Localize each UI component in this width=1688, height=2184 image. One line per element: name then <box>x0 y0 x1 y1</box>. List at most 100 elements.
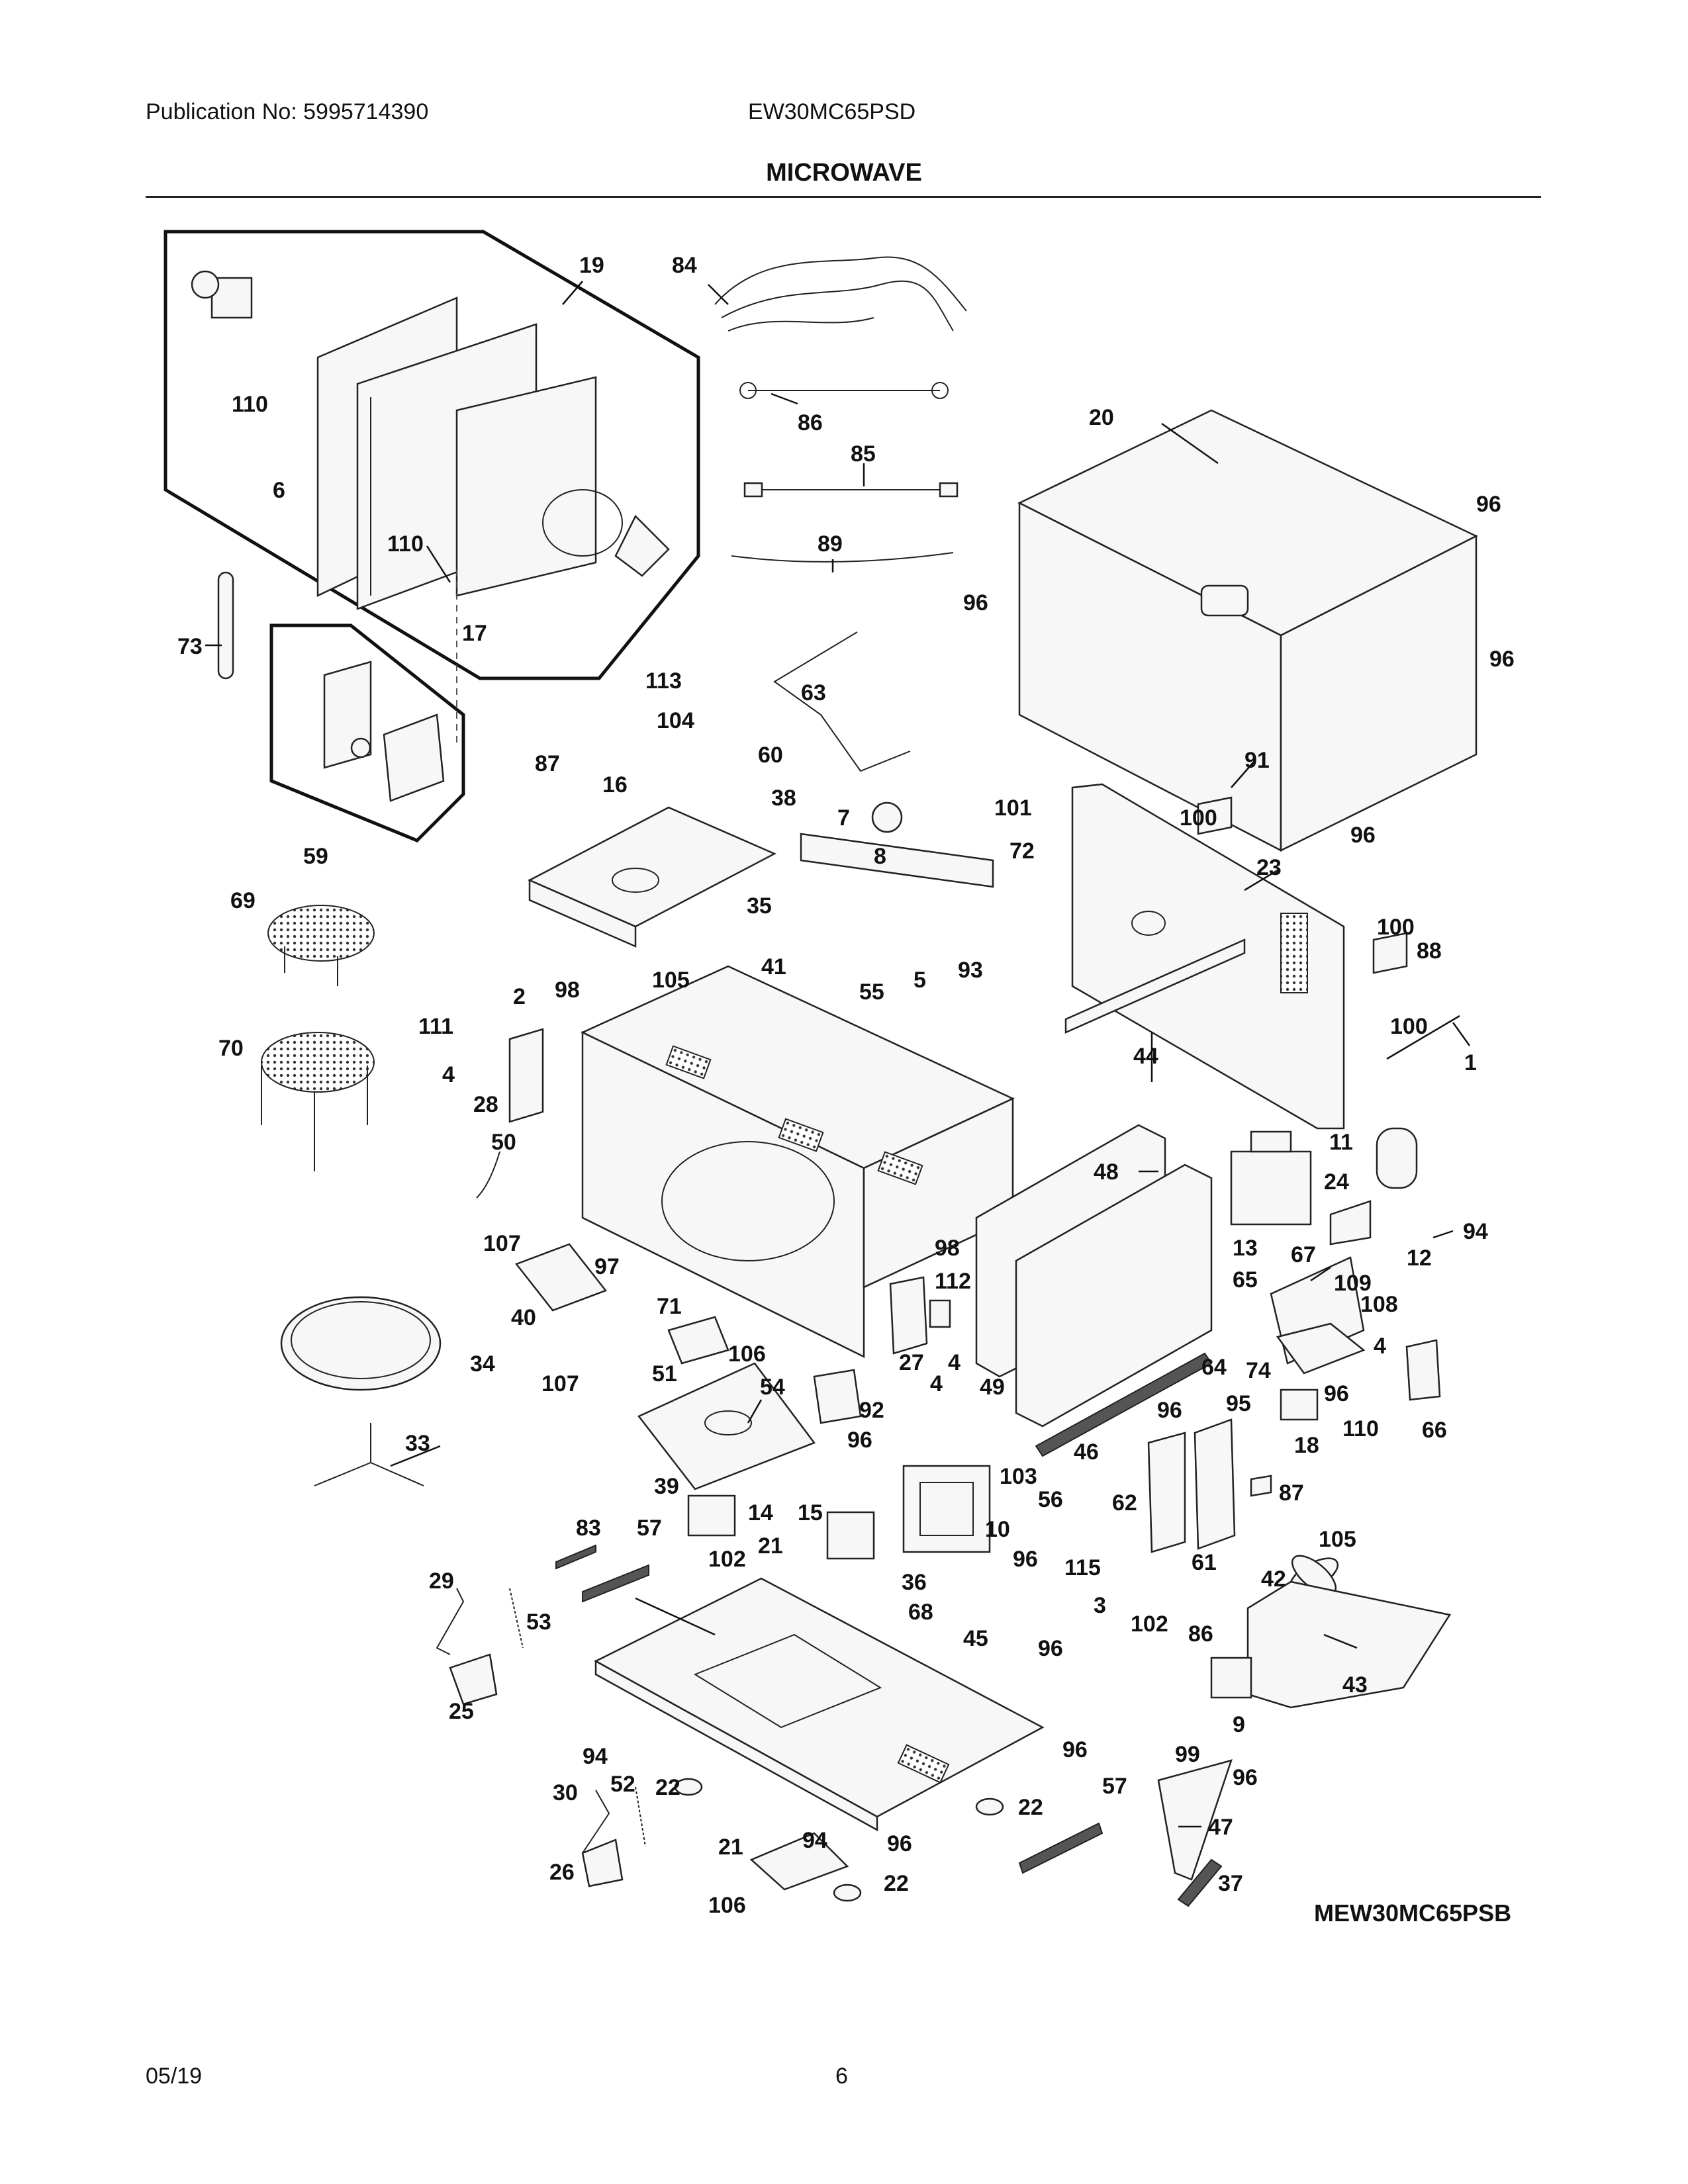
callout-47: 47 <box>1208 1815 1233 1840</box>
callout-4: 4 <box>948 1350 961 1375</box>
callout-100: 100 <box>1377 915 1415 940</box>
callout-95: 95 <box>1226 1391 1251 1416</box>
lever-29 <box>436 1588 465 1655</box>
callout-53: 53 <box>526 1610 551 1635</box>
callout-88: 88 <box>1417 938 1442 964</box>
callout-34: 34 <box>470 1351 495 1377</box>
callout-35: 35 <box>747 893 772 919</box>
bracket-24 <box>1329 1200 1372 1246</box>
callout-73: 73 <box>177 634 203 659</box>
page-title: MICROWAVE <box>766 159 922 187</box>
callout-16: 16 <box>602 772 628 797</box>
callout-69: 69 <box>230 888 256 913</box>
callout-86: 86 <box>1188 1621 1213 1647</box>
callout-106: 106 <box>708 1893 746 1918</box>
callout-66: 66 <box>1422 1418 1447 1443</box>
callout-96: 96 <box>1324 1381 1349 1406</box>
callout-70: 70 <box>218 1036 244 1061</box>
mesh-plate-91 <box>1197 796 1233 835</box>
callout-94: 94 <box>802 1828 827 1853</box>
callout-42: 42 <box>1261 1567 1286 1592</box>
callout-72: 72 <box>1009 839 1035 864</box>
roller-support-33 <box>314 1423 424 1486</box>
lamp-7 <box>871 801 903 833</box>
strip-83 <box>555 1544 596 1570</box>
callout-21: 21 <box>758 1533 783 1559</box>
callout-89: 89 <box>818 531 843 557</box>
lever-30 <box>582 1790 610 1854</box>
callout-96: 96 <box>1062 1737 1088 1762</box>
foot-22a <box>674 1778 703 1796</box>
callout-67: 67 <box>1291 1242 1316 1267</box>
latch-assembly <box>323 660 445 802</box>
rack-70 <box>261 1032 375 1171</box>
capacitor-11 <box>1376 1127 1418 1189</box>
callout-107: 107 <box>483 1231 521 1256</box>
callout-48: 48 <box>1094 1160 1119 1185</box>
callout-96: 96 <box>1476 492 1501 517</box>
callout-96: 96 <box>1038 1636 1063 1661</box>
callout-17: 17 <box>462 621 487 646</box>
callout-93: 93 <box>958 958 983 983</box>
strip-46 <box>1035 1352 1213 1457</box>
callout-99: 99 <box>1175 1742 1200 1767</box>
callout-22: 22 <box>655 1775 680 1800</box>
callout-108: 108 <box>1360 1292 1398 1317</box>
cover-40 <box>514 1243 608 1312</box>
callout-105: 105 <box>652 968 690 993</box>
callout-43: 43 <box>1342 1672 1368 1698</box>
spring-53 <box>509 1588 524 1649</box>
callout-57: 57 <box>637 1516 662 1541</box>
callout-26: 26 <box>549 1860 575 1885</box>
callout-96: 96 <box>1013 1547 1038 1572</box>
strip-37 <box>1177 1858 1223 1907</box>
callout-94: 94 <box>1463 1219 1488 1244</box>
strip-57b <box>1018 1822 1103 1874</box>
callout-60: 60 <box>758 743 783 768</box>
callout-56: 56 <box>1038 1487 1063 1512</box>
strip-57a <box>582 1564 649 1603</box>
vent-66 <box>1405 1339 1441 1401</box>
gasket-73 <box>217 571 234 680</box>
callout-7: 7 <box>837 805 850 831</box>
callout-13: 13 <box>1233 1236 1258 1261</box>
wire-85 <box>743 482 959 498</box>
callout-100: 100 <box>1390 1014 1428 1039</box>
bracket-72 <box>800 833 994 888</box>
callout-104: 104 <box>657 708 694 733</box>
publication-date: 05/19 <box>146 2064 203 2089</box>
callout-68: 68 <box>908 1600 933 1625</box>
cover-21b <box>749 1832 849 1891</box>
callout-74: 74 <box>1246 1358 1271 1383</box>
callout-1: 1 <box>1464 1050 1477 1075</box>
wire-89 <box>731 552 954 563</box>
plate-92 <box>813 1369 862 1424</box>
callout-54: 54 <box>760 1375 785 1400</box>
callout-20: 20 <box>1089 405 1114 430</box>
turntable-motor-14 <box>687 1494 736 1537</box>
latch-box <box>269 623 465 842</box>
callout-100: 100 <box>1180 805 1217 831</box>
callout-105: 105 <box>1319 1527 1356 1552</box>
fan-motor-18 <box>1280 1388 1319 1421</box>
callout-11: 11 <box>1329 1130 1353 1155</box>
callout-109: 109 <box>1334 1271 1372 1296</box>
callout-24: 24 <box>1324 1169 1349 1195</box>
callout-110: 110 <box>232 392 268 417</box>
callout-38: 38 <box>771 786 796 811</box>
fan-motor-9 <box>1210 1657 1252 1699</box>
callout-83: 83 <box>576 1516 601 1541</box>
callout-97: 97 <box>594 1254 620 1279</box>
callout-86: 86 <box>798 410 823 435</box>
outer-cabinet-20 <box>1017 409 1478 852</box>
oven-cavity <box>581 965 1015 1359</box>
bracket-62 <box>1147 1432 1186 1553</box>
lever-26 <box>581 1839 624 1888</box>
callout-5: 5 <box>914 968 926 993</box>
door-assembly-box <box>164 230 700 680</box>
callout-2: 2 <box>513 984 526 1009</box>
magnetron-13 <box>1230 1130 1312 1226</box>
waveguide-63 <box>773 631 911 772</box>
callout-92: 92 <box>859 1398 884 1423</box>
